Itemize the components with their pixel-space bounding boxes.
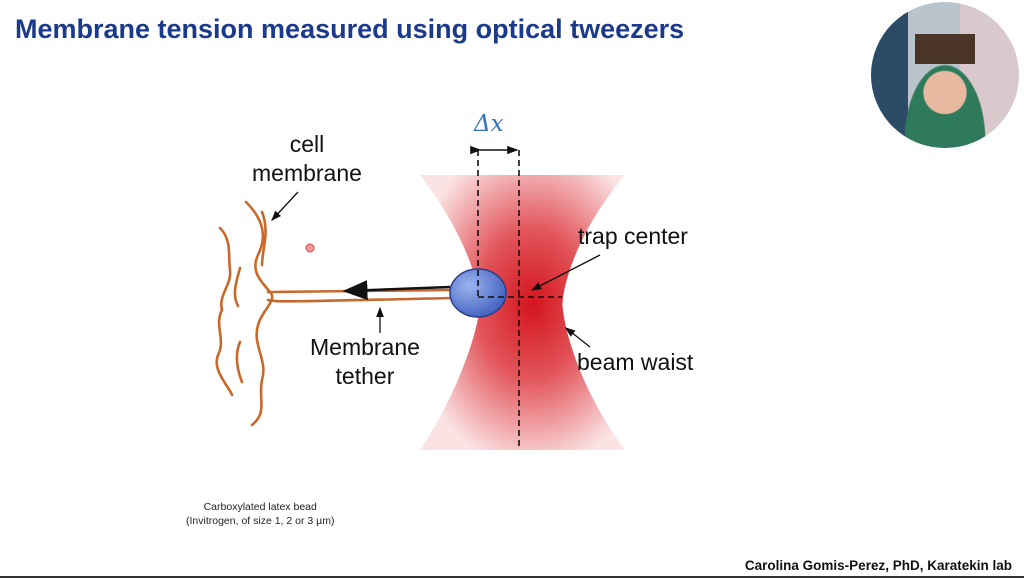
laser-pointer-dot: [305, 243, 315, 253]
bottom-divider: [0, 576, 1024, 578]
beam-waist-label: beam waist: [577, 349, 694, 375]
footer-credit: Carolina Gomis-Perez, PhD, Karatekin lab: [744, 558, 1012, 573]
delta-x-label: Δx: [474, 111, 504, 137]
trap-center-label: trap center: [578, 223, 688, 249]
laser-beam: [420, 175, 625, 450]
presenter-webcam: [871, 2, 1019, 148]
slide-title: Membrane tension measured using optical …: [15, 14, 685, 44]
cell-membrane: [215, 200, 454, 427]
force-arrow: [342, 280, 451, 301]
bead-note: Carboxylated latex bead(Invitrogen, of s…: [186, 501, 335, 527]
